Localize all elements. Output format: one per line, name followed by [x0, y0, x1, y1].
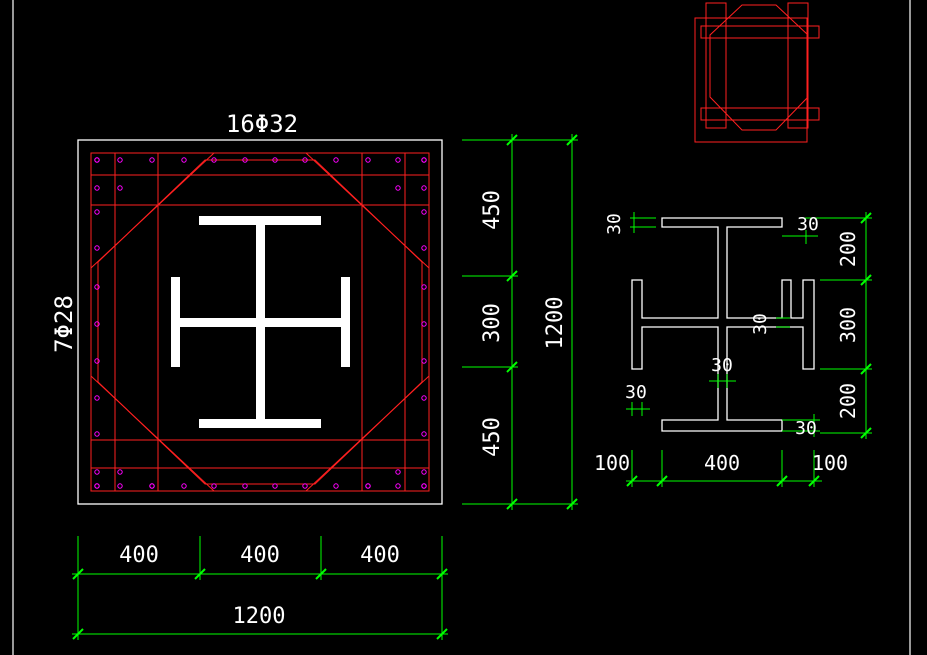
rebar-cage [90, 152, 430, 492]
rebar-dot [94, 157, 100, 163]
dim-section-web-center: 30 [711, 355, 733, 376]
rebar-dot [94, 185, 100, 191]
rebar-dot [421, 245, 427, 251]
rebar-dot [117, 185, 123, 191]
rebar-dot [94, 431, 100, 437]
dim-right-1: 450 [480, 190, 505, 230]
dim-right-2: 300 [480, 303, 505, 343]
dim-bottom-1: 400 [119, 543, 159, 568]
left-flange [171, 277, 180, 367]
top-flange [199, 216, 321, 225]
steel-cross [171, 216, 350, 428]
dim-section-right-1: 200 [836, 231, 860, 267]
dim-section-flange-bottom-right: 30 [795, 418, 817, 439]
bottom-flange [199, 419, 321, 428]
rebar-dot [117, 483, 123, 489]
rebar-dot [94, 245, 100, 251]
rebar-dot [421, 185, 427, 191]
rebar-dots [94, 157, 427, 489]
rebar-dot [421, 209, 427, 215]
dim-section-web-mid: 30 [750, 313, 771, 335]
rebar-dot [421, 321, 427, 327]
column-section: 16Φ32 7Φ28 [50, 110, 443, 505]
rebar-dot [94, 209, 100, 215]
dim-right-3: 450 [480, 417, 505, 457]
rebar-dot [302, 157, 308, 163]
rebar-dot [421, 431, 427, 437]
rebar-dot [395, 483, 401, 489]
dim-bottom-3: 400 [360, 543, 400, 568]
rebar-dot [117, 469, 123, 475]
rebar-dot [395, 157, 401, 163]
rebar-dot [94, 483, 100, 489]
stirrup-detail [694, 2, 820, 143]
rebar-dot [94, 321, 100, 327]
rebar-dot [365, 157, 371, 163]
rebar-dot [242, 483, 248, 489]
steel-section-detail [631, 217, 815, 432]
rebar-dot [421, 483, 427, 489]
rebar-dot [395, 185, 401, 191]
rebar-dot [211, 157, 217, 163]
dim-section-right-3: 200 [836, 383, 860, 419]
rebar-dot [149, 157, 155, 163]
right-flange [341, 277, 350, 367]
dim-right-total: 1200 [543, 297, 568, 350]
dim-bottom-total: 1200 [233, 604, 286, 629]
dim-bottom-2: 400 [240, 543, 280, 568]
rebar-dot [94, 395, 100, 401]
rebar-dot [272, 157, 278, 163]
rebar-dot [272, 483, 278, 489]
section-dimensions [626, 212, 872, 487]
dim-section-flange-top-right: 30 [797, 214, 819, 235]
rebar-dot [421, 469, 427, 475]
dim-section-flange-top-left: 30 [604, 213, 625, 235]
top-bar-label: 16Φ32 [226, 110, 298, 138]
dim-section-web-lower-left: 30 [625, 382, 647, 403]
side-bar-label: 7Φ28 [50, 295, 78, 353]
rebar-dot [333, 157, 339, 163]
horizontal-web [180, 318, 341, 327]
drawing-frame [12, 0, 911, 655]
rebar-dot [242, 157, 248, 163]
rebar-dot [421, 157, 427, 163]
rebar-dot [421, 358, 427, 364]
rebar-dot [421, 284, 427, 290]
column-outline [77, 139, 443, 505]
dim-section-right-2: 300 [836, 307, 860, 343]
bottom-dimensions [72, 536, 448, 640]
rebar-dot [365, 483, 371, 489]
rebar-dot [421, 395, 427, 401]
dim-section-bottom-1: 100 [594, 451, 630, 475]
rebar-dot [117, 157, 123, 163]
dim-section-bottom-2: 400 [704, 451, 740, 475]
rebar-dot [94, 284, 100, 290]
rebar-dot [181, 483, 187, 489]
rebar-dot [211, 483, 217, 489]
right-dimensions [462, 134, 578, 510]
rebar-dot [302, 483, 308, 489]
rebar-dot [395, 469, 401, 475]
rebar-dot [94, 469, 100, 475]
rebar-dot [94, 358, 100, 364]
rebar-dot [181, 157, 187, 163]
rebar-dot [149, 483, 155, 489]
rebar-dot [333, 483, 339, 489]
dim-section-bottom-3: 100 [812, 451, 848, 475]
